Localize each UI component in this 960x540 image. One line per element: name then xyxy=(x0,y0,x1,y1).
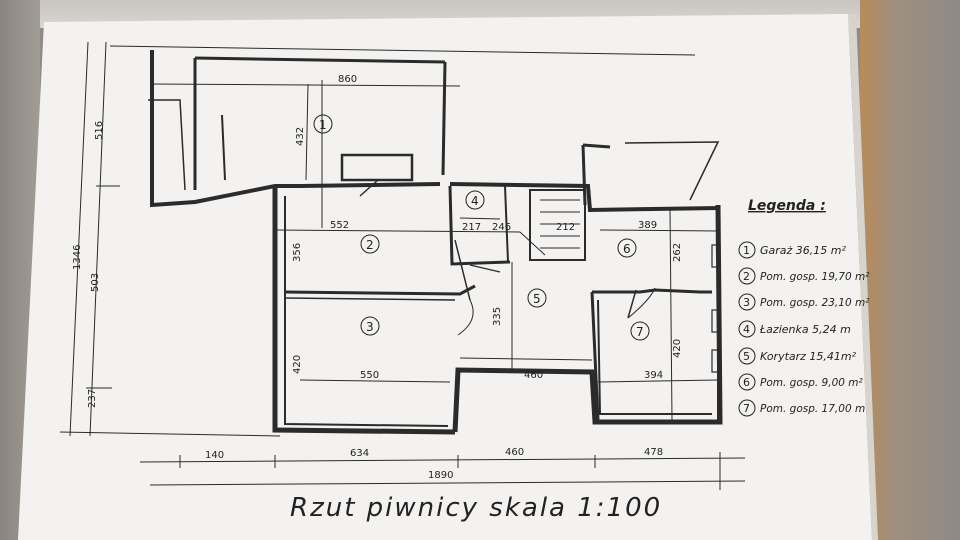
paper-sheet xyxy=(18,14,872,540)
dim-bottom-634: 634 xyxy=(350,448,369,459)
dim-bottom-total: 1890 xyxy=(428,470,453,481)
legend-item-5: Korytarz 15,41m² xyxy=(760,350,857,363)
building-outline xyxy=(272,141,723,435)
dim-bottom-460: 460 xyxy=(505,447,524,458)
legend-item-2: Pom. gosp. 19,70 m² xyxy=(760,271,870,283)
drawing-title: Rzut piwnicy skala 1:100 xyxy=(290,493,662,523)
legend-item-6: Pom. gosp. 9,00 m² xyxy=(760,377,864,389)
dim-420-room7: 420 xyxy=(672,339,683,358)
dim-460-mid: 460 xyxy=(524,370,543,381)
dim-246: 246 xyxy=(492,222,511,233)
dim-bottom-478: 478 xyxy=(644,447,663,458)
dim-237: 237 xyxy=(87,389,98,408)
dim-1346: 1346 xyxy=(72,245,83,270)
legend-heading: Legenda : xyxy=(748,198,826,214)
legend-num-5: 5 xyxy=(743,350,750,363)
background-surface-right xyxy=(860,0,960,540)
room-marker-3: 3 xyxy=(366,320,374,334)
legend: Legenda : 1 Garaż 36,15 m² 2 Pom. gosp. … xyxy=(738,198,870,417)
dim-335: 335 xyxy=(492,307,503,326)
room-marker-1: 1 xyxy=(319,118,327,132)
dim-212: 212 xyxy=(556,222,575,233)
dim-bottom-140: 140 xyxy=(205,450,224,461)
room-4-bathroom xyxy=(448,185,511,273)
room-markers: 1 2 3 4 5 6 7 xyxy=(313,114,650,341)
floor-plan xyxy=(59,41,746,490)
legend-item-3: Pom. gosp. 23,10 m² xyxy=(760,297,870,309)
dim-217: 217 xyxy=(462,222,481,233)
dim-389: 389 xyxy=(638,220,657,231)
room-7 xyxy=(590,209,719,421)
dim-516: 516 xyxy=(94,121,105,140)
dim-top-860: 860 xyxy=(338,74,357,85)
legend-num-6: 6 xyxy=(743,376,750,389)
legend-item-4: Łazienka 5,24 m xyxy=(759,323,851,336)
legend-item-1: Garaż 36,15 m² xyxy=(760,244,847,257)
dim-356: 356 xyxy=(292,243,303,262)
room-marker-4: 4 xyxy=(471,194,479,208)
room-marker-6: 6 xyxy=(623,242,631,256)
legend-num-3: 3 xyxy=(743,296,750,309)
legend-num-4: 4 xyxy=(743,323,750,336)
dimension-labels: 860 516 1346 503 237 432 552 356 420 550… xyxy=(72,74,683,481)
dim-550: 550 xyxy=(360,370,379,381)
stairs xyxy=(519,189,586,261)
room-marker-5: 5 xyxy=(533,292,541,306)
legend-num-2: 2 xyxy=(743,270,750,283)
dim-552: 552 xyxy=(330,220,349,231)
dim-432: 432 xyxy=(295,127,306,146)
dim-262: 262 xyxy=(672,243,683,262)
room-1-garage xyxy=(148,50,447,228)
legend-num-1: 1 xyxy=(743,244,750,257)
dim-420-room3: 420 xyxy=(292,355,303,374)
dim-503: 503 xyxy=(90,273,101,292)
legend-num-7: 7 xyxy=(743,402,750,415)
dim-394: 394 xyxy=(644,370,663,381)
room-marker-2: 2 xyxy=(366,238,374,252)
legend-item-7: Pom. gosp. 17,00 m xyxy=(760,403,865,415)
room-marker-7: 7 xyxy=(636,325,644,339)
paper-edge xyxy=(848,14,878,540)
